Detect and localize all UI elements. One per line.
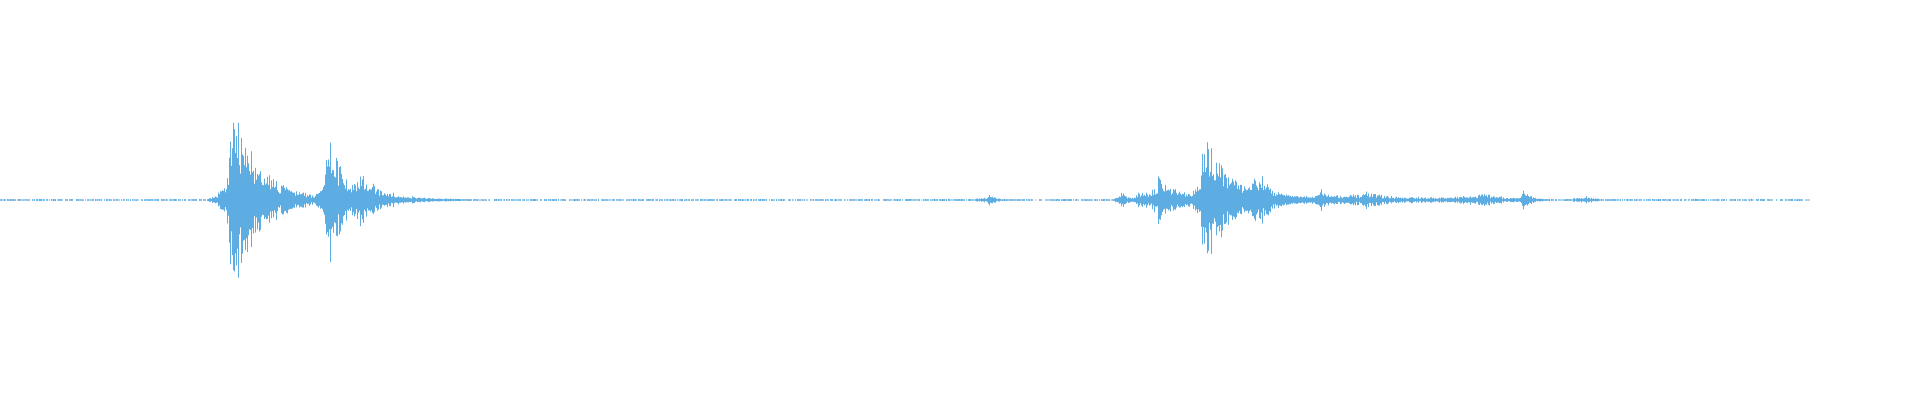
waveform-samples <box>0 122 1803 278</box>
